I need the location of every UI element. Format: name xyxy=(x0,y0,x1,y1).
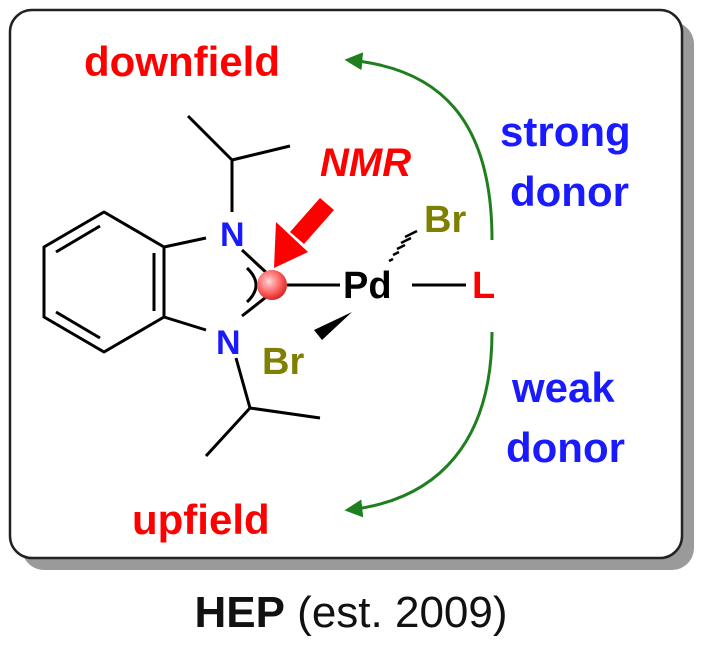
strong-label: strong xyxy=(500,108,631,155)
nmr-label: NMR xyxy=(320,141,411,185)
figure-caption: HEP (est. 2009) xyxy=(0,588,702,638)
hashed-wedge-bond xyxy=(388,229,418,263)
carbene-carbon-highlight xyxy=(257,270,287,300)
weak-donor-label: donor xyxy=(506,424,625,471)
ligand-label: L xyxy=(472,265,495,307)
nitrogen-top: N xyxy=(220,216,245,254)
nmr-pointer-arrow xyxy=(274,198,334,268)
weak-label: weak xyxy=(511,364,615,411)
caption-rest: (est. 2009) xyxy=(284,588,508,637)
green-arrow-up xyxy=(344,52,494,241)
solid-wedge-bond xyxy=(314,312,352,340)
bromine-bottom: Br xyxy=(262,341,304,383)
green-arrow-down xyxy=(344,331,494,518)
downfield-label: downfield xyxy=(84,38,280,85)
palladium-label: Pd xyxy=(343,265,392,307)
caption-bold: HEP xyxy=(194,588,285,637)
isopropyl-bottom xyxy=(204,357,321,458)
bromine-top: Br xyxy=(424,199,466,241)
upfield-label: upfield xyxy=(132,496,270,543)
panel xyxy=(8,8,684,560)
isopropyl-top xyxy=(186,114,291,212)
nitrogen-bottom: N xyxy=(216,324,241,362)
strong-donor-label: donor xyxy=(510,168,629,215)
